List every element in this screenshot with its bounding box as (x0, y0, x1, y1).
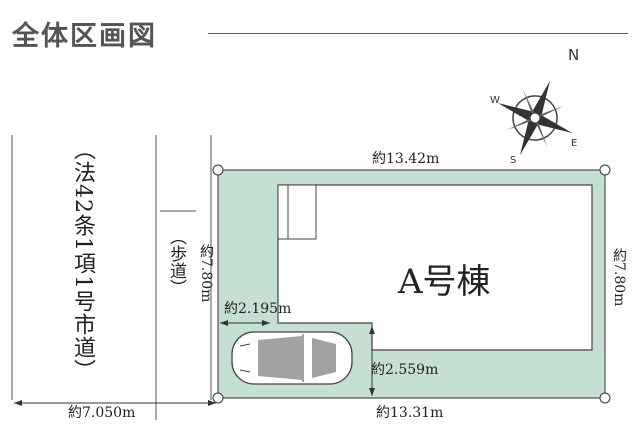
arrow-head (369, 388, 375, 396)
driveway-dimension: 約2.195m (224, 301, 292, 317)
arrow-head (369, 326, 375, 334)
arrow-head (220, 320, 228, 326)
corner-marker (212, 164, 224, 176)
left-dimension: 約7.80m (198, 244, 214, 303)
page-title: 全体区画図 (12, 21, 157, 52)
corner-marker (599, 392, 611, 404)
arrow-head (262, 320, 270, 326)
bottom-dimension: 約13.31m (376, 405, 444, 421)
compass-e-label: E (571, 138, 577, 149)
arrow-head (14, 400, 22, 406)
road-width-dimension: 約7.050m (68, 405, 136, 421)
right-dimension: 約7.80m (611, 248, 627, 307)
compass-rose (497, 80, 573, 156)
arrow-head (208, 400, 216, 406)
building-porch (277, 184, 317, 240)
notch-dimension: 約2.559m (371, 362, 439, 378)
compass-w-label: W (490, 95, 500, 106)
corner-marker (212, 392, 224, 404)
sidewalk-label: （歩道） (166, 228, 186, 296)
title-rule (208, 33, 628, 34)
compass-n-label: N (568, 46, 579, 64)
road-label: （法42条1項1号市道） (70, 138, 95, 382)
compass-s-label: S (510, 155, 516, 166)
car-icon (231, 331, 353, 385)
building-label: A号棟 (398, 262, 491, 302)
top-dimension: 約13.42m (372, 151, 440, 167)
corner-marker (599, 164, 611, 176)
